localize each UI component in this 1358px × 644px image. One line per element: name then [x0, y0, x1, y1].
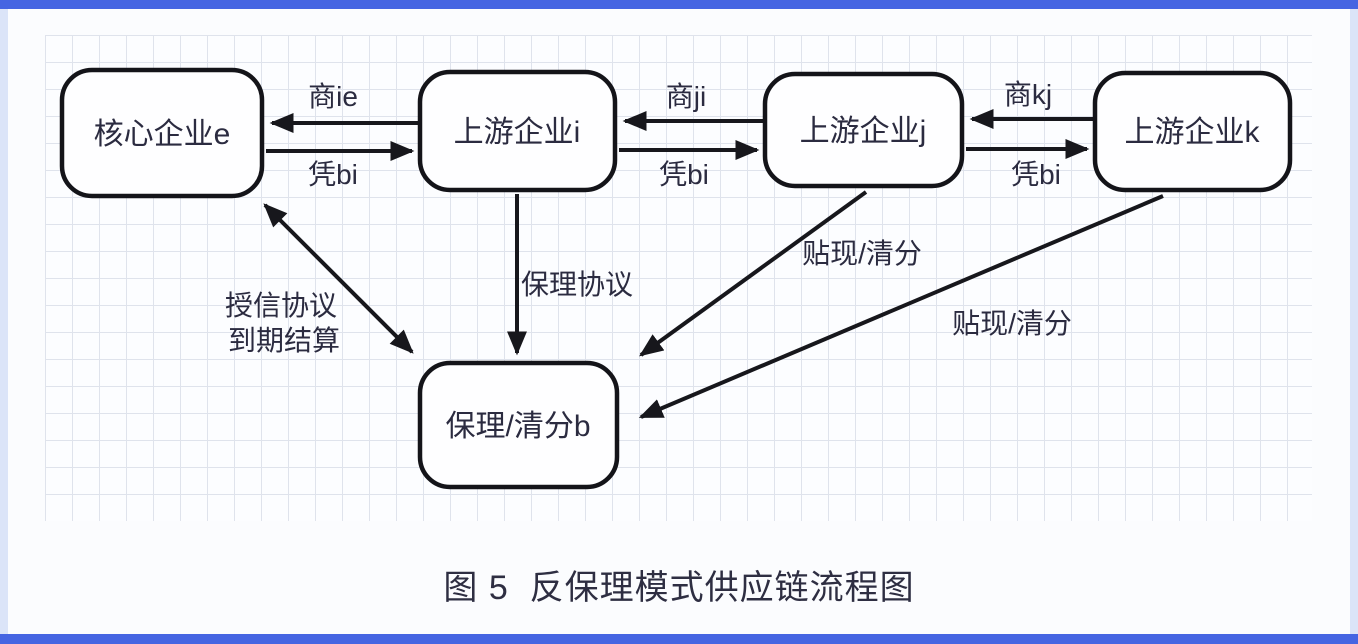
edge-label-factoring-agreement: 保理协议 — [521, 269, 633, 300]
edge-label-shang-kj: 商kj — [1004, 79, 1052, 110]
node-upstream-enterprise-k — [1092, 70, 1293, 193]
edge-label-shang-ie: 商ie — [308, 81, 358, 112]
edge-label-credit-agreement: 授信协议 — [225, 290, 337, 321]
node-factoring-clearing-b — [417, 360, 620, 490]
node-core-enterprise-e — [59, 67, 265, 199]
arrow-e-b-credit-settlement — [263, 203, 414, 354]
arrow-k-to-b-discount — [638, 194, 1164, 419]
node-label-up-k: 上游企业k — [1125, 116, 1261, 149]
node-upstream-enterprise-i — [417, 69, 618, 193]
node-label-up-i: 上游企业i — [454, 116, 581, 149]
node-label-factor-b: 保理/清分b — [445, 410, 590, 443]
node-label-up-j: 上游企业j — [800, 115, 927, 148]
node-upstream-enterprise-j — [762, 71, 965, 189]
figure-caption: 图 5 反保理模式供应链流程图 — [443, 569, 915, 607]
edge-label-shang-ji: 商ji — [666, 81, 706, 112]
edge-label-maturity-settlement: 到期结算 — [228, 325, 340, 356]
edge-label-ping-bi-i-j: 凭bi — [659, 159, 709, 190]
edge-label-discount-clearing-j: 贴现/清分 — [802, 238, 922, 269]
top-edge-bar — [0, 0, 1358, 9]
edge-label-discount-clearing-k: 贴现/清分 — [952, 308, 1072, 339]
node-label-core-e: 核心企业e — [94, 118, 231, 151]
arrow-j-to-b-discount — [639, 190, 868, 357]
right-edge-strip — [1350, 9, 1358, 634]
left-edge-strip — [0, 9, 8, 634]
edge-label-ping-bi-j-k: 凭bi — [1011, 159, 1061, 190]
edge-label-ping-bi-e-i: 凭bi — [308, 159, 358, 190]
bottom-edge-bar — [0, 634, 1358, 644]
